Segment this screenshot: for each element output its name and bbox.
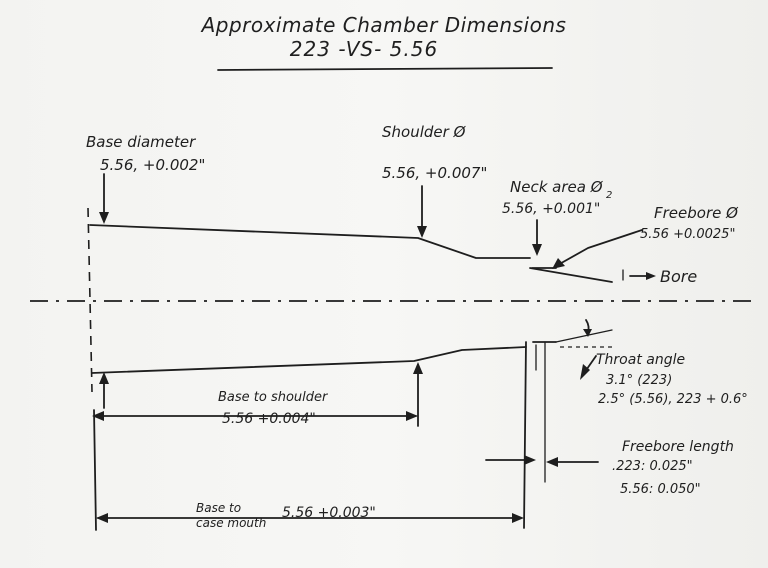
base-to-mouth-label-2: case mouth: [196, 516, 266, 530]
throat-angle-arc-arrowhead: [583, 329, 592, 337]
neck-area-subscript: 2: [606, 190, 612, 201]
throat-angle-label: Throat angle: [596, 352, 685, 368]
upper-throat-line: [529, 267, 613, 283]
base-to-mouth-right-arrowhead: [512, 513, 524, 523]
freebore-dia-label: Freebore Ø: [654, 204, 739, 222]
neck-area-label: Neck area Ø: [510, 178, 604, 196]
base-to-mouth-left-arrowhead: [96, 513, 108, 523]
throat-angle-leader-arrowhead: [580, 364, 590, 380]
base-to-shoulder-value: 5.56 +0.004": [222, 411, 316, 427]
freebore-dia-leader: [555, 229, 643, 267]
case-mouth-line: [523, 341, 527, 529]
shoulder-ext-arrowhead: [413, 362, 423, 374]
freebore-length-right-arrowhead: [546, 457, 558, 467]
shoulder-value: 5.56, +0.007": [382, 164, 487, 182]
freebore-length-223: .223: 0.025": [612, 459, 693, 474]
neck-area-arrowhead: [532, 244, 542, 256]
shoulder-arrowhead: [417, 226, 427, 238]
base-diameter-arrowhead: [99, 212, 109, 224]
title-underline: [217, 67, 553, 71]
title-line1: Approximate Chamber Dimensions: [200, 13, 567, 37]
bore-label: Bore: [660, 267, 697, 286]
neck-area-value: 5.56, +0.001": [502, 201, 600, 217]
shoulder-label: Shoulder Ø: [382, 123, 467, 141]
freebore-length-label: Freebore length: [622, 439, 734, 455]
freebore-length-556: 5.56: 0.050": [620, 482, 701, 497]
title-line2: 223 -VS- 5.56: [290, 37, 438, 61]
base-to-shoulder-ext-arrowhead: [99, 372, 109, 384]
bore-arrowhead: [646, 272, 656, 280]
throat-angle-223: 3.1° (223): [606, 373, 672, 388]
base-to-mouth-value: 5.56 +0.003": [282, 505, 376, 521]
base-reference-line: [87, 207, 93, 393]
base-to-shoulder-right-arrowhead: [406, 411, 418, 421]
base-to-mouth-label-1: Base to: [196, 501, 241, 515]
base-left-ext-line: [93, 409, 97, 531]
base-diameter-value: 5.56, +0.002": [100, 156, 205, 174]
base-to-shoulder-left-arrowhead: [92, 411, 104, 421]
upper-chamber-profile: [89, 224, 531, 259]
freebore-dia-arrowhead: [552, 258, 565, 269]
throat-angle-556: 2.5° (5.56), 223 + 0.6°: [598, 392, 748, 407]
lower-chamber-profile: [91, 346, 527, 374]
lower-throat-line: [555, 329, 613, 343]
base-to-shoulder-label: Base to shoulder: [218, 390, 329, 405]
freebore-dia-value: 5.56 +0.0025": [640, 227, 735, 242]
base-diameter-label: Base diameter: [86, 133, 196, 151]
freebore-length-left-arrowhead: [524, 455, 536, 465]
